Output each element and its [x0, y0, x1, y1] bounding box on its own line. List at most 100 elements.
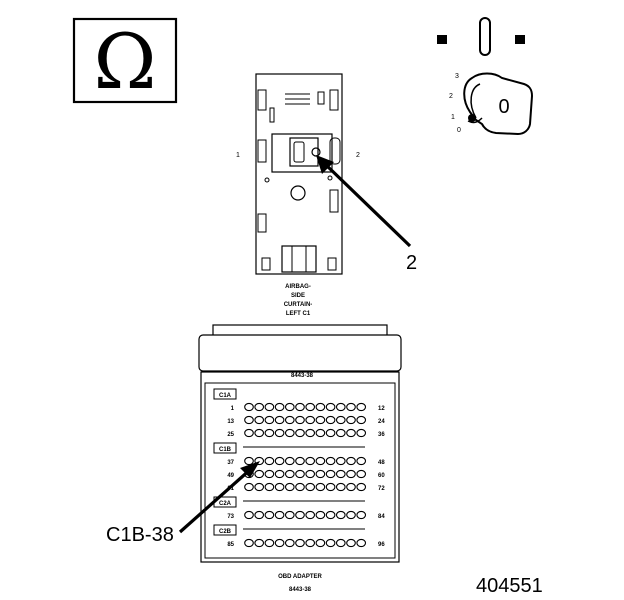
svg-text:C2B: C2B [219, 529, 232, 535]
pin-socket [295, 538, 305, 548]
pin-socket [305, 482, 316, 492]
ohm-icon: Ω [93, 17, 156, 106]
pin-socket [284, 469, 295, 479]
pin-socket [284, 415, 295, 425]
pin-socket [356, 428, 367, 438]
pin-socket [284, 510, 295, 520]
pin-socket [305, 469, 316, 479]
pin-socket [264, 469, 275, 479]
connector-name: AIRBAG- SIDE CURTAIN- LEFT C1 [284, 284, 313, 317]
section-tag-c2b: C2B [213, 524, 237, 536]
callout-label-c1b-38: C1B-38 [106, 524, 174, 546]
pin-socket [244, 482, 254, 492]
pin-socket [346, 482, 356, 492]
pin-socket [264, 456, 275, 466]
callout-arrow-pin-2 [316, 155, 412, 248]
switch-left-terminal-icon [437, 35, 447, 44]
svg-text:C1A: C1A [219, 393, 232, 399]
pin-socket [325, 415, 336, 425]
pin-socket [325, 469, 336, 479]
adapter-model-label: 8443-38 [291, 373, 314, 379]
pin-socket [305, 510, 316, 520]
pin-socket [315, 456, 326, 466]
pin-socket-grid [243, 402, 367, 548]
pin-socket [305, 538, 316, 548]
pin-socket [254, 482, 265, 492]
pin-socket [254, 415, 265, 425]
row-number-left: 73 [227, 514, 234, 520]
pin-socket [254, 510, 265, 520]
row-number-left: 25 [227, 432, 234, 438]
pin-socket [274, 538, 285, 548]
row-number-left: 49 [227, 473, 234, 479]
pin-socket [284, 402, 295, 412]
row-number-right: 96 [378, 542, 385, 548]
pin-socket [325, 510, 336, 520]
switch-contact-icon [479, 17, 491, 56]
row-number-left: 85 [227, 542, 234, 548]
key-icon [463, 72, 534, 136]
pin-socket [264, 482, 275, 492]
pin-socket [356, 415, 367, 425]
row-number-right: 60 [378, 473, 385, 479]
pin-socket [244, 538, 254, 548]
callout-label-2: 2 [406, 252, 417, 274]
terminal-2-icon [311, 147, 321, 157]
pin-socket [254, 538, 265, 548]
pin-socket [274, 456, 285, 466]
pin-socket [346, 538, 356, 548]
pin-socket [284, 538, 295, 548]
pin-socket [274, 428, 285, 438]
section-tag-c1a: C1A [213, 388, 237, 400]
pin-socket [274, 510, 285, 520]
pin-socket [264, 538, 275, 548]
row-number-right: 12 [378, 406, 385, 412]
key-position-0: 0 [457, 127, 461, 134]
pin-socket [264, 402, 275, 412]
connector-pin-1-label: 1 [236, 152, 240, 159]
key-position-dot-icon [468, 114, 476, 122]
pin-socket [356, 538, 367, 548]
pin-socket [284, 428, 295, 438]
row-number-right: 24 [378, 419, 385, 425]
pin-socket [346, 402, 356, 412]
pin-socket [295, 415, 305, 425]
connector-name-line: SIDE [291, 293, 305, 299]
pin-socket [274, 482, 285, 492]
pin-socket [356, 510, 367, 520]
pin-socket [254, 456, 265, 466]
pin-socket [356, 482, 367, 492]
pin-socket [356, 469, 367, 479]
connector-name-line: CURTAIN- [284, 302, 313, 308]
pin-socket [274, 415, 285, 425]
pin-socket [325, 482, 336, 492]
key-position-1: 1 [451, 114, 455, 121]
pin-socket [335, 510, 346, 520]
pin-socket [284, 482, 295, 492]
pin-socket [244, 456, 254, 466]
row-number-right: 72 [378, 486, 385, 492]
pin-socket [305, 456, 316, 466]
svg-text:C2A: C2A [219, 501, 232, 507]
row-number-right: 84 [378, 514, 385, 520]
pin-socket [244, 415, 254, 425]
row-number-left: 37 [227, 460, 234, 466]
pin-socket [346, 469, 356, 479]
callout-arrow-c1b-38 [178, 461, 260, 534]
pin-socket [325, 538, 336, 548]
pin-socket [264, 428, 275, 438]
pin-socket [315, 415, 326, 425]
pin-socket [346, 428, 356, 438]
ohmmeter-symbol: Ω [72, 17, 178, 106]
pin-socket [325, 428, 336, 438]
pin-socket [315, 482, 326, 492]
row-number-left: 1 [231, 406, 235, 412]
pin-socket [264, 510, 275, 520]
connector-name-line: LEFT C1 [286, 311, 311, 317]
pin-socket [346, 456, 356, 466]
pin-socket [315, 469, 326, 479]
row-number-left: 61 [227, 486, 234, 492]
pin-socket [264, 415, 275, 425]
pin-socket [315, 510, 326, 520]
